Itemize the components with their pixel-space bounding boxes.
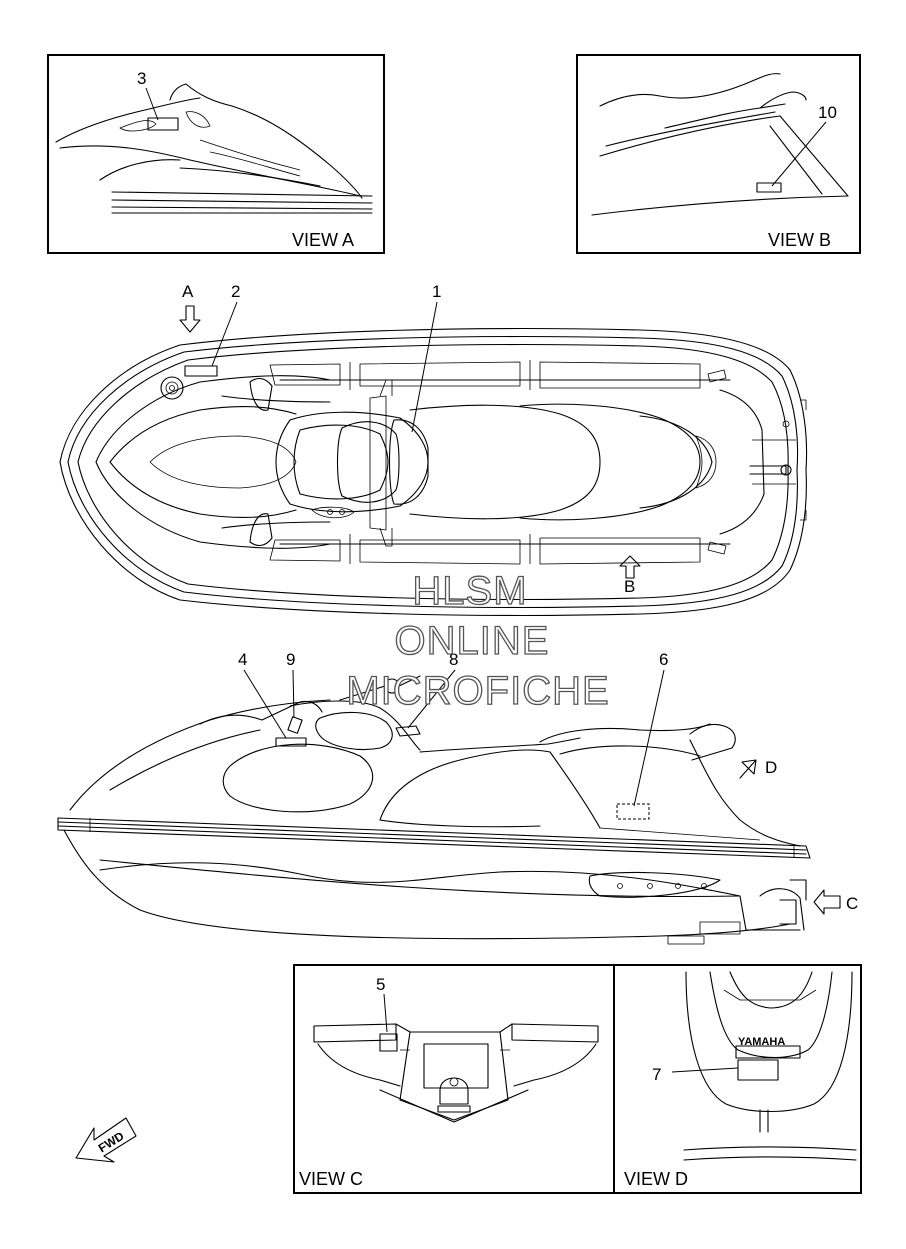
- fwd-arrow: FWD: [75, 1117, 137, 1163]
- watermark: HLSM ONLINE MICROFICHE: [346, 568, 610, 713]
- view-c-frame: [293, 964, 615, 1194]
- view-arrow-d: [739, 759, 757, 779]
- callout-1: 1: [432, 282, 441, 301]
- view-d-frame: [613, 964, 862, 1194]
- view-b-caption: VIEW B: [768, 230, 831, 250]
- callout-3: 3: [137, 69, 146, 88]
- view-d-label-7-position: [737, 1059, 779, 1081]
- view-d-caption: VIEW D: [624, 1169, 688, 1189]
- view-c-stern-drawing: [313, 993, 599, 1123]
- view-b-label-10-position: [756, 182, 782, 193]
- view-a-label-3-position: [147, 117, 179, 131]
- view-a-panel: 3 VIEW A: [47, 54, 385, 254]
- top-view-hull: [59, 327, 808, 617]
- callout-6: 6: [659, 650, 668, 669]
- view-d-panel: YAMAHA 7 VIEW D: [613, 964, 862, 1194]
- callout-5: 5: [376, 975, 385, 994]
- view-d-stern-drawing: [671, 971, 857, 1161]
- view-c-panel: 5 VIEW C: [293, 964, 615, 1194]
- watermark-line-2: ONLINE: [395, 619, 550, 663]
- view-arrow-a-label: A: [182, 282, 194, 301]
- view-c-label-5-position: [379, 1033, 398, 1052]
- side-view-label-9-position: [287, 716, 303, 734]
- view-arrow-b-label: B: [624, 577, 635, 596]
- view-b-seat-drawing: [591, 73, 849, 216]
- top-view: A 2 1: [59, 282, 808, 617]
- view-b-frame: [576, 54, 861, 254]
- view-arrow-c-label: C: [846, 894, 858, 913]
- fuel-cap: [160, 376, 184, 400]
- view-arrow-b: [619, 555, 641, 579]
- side-view-hull: [57, 675, 841, 945]
- callout-8: 8: [449, 650, 458, 669]
- brand-mark-yamaha: YAMAHA: [738, 1036, 785, 1048]
- callout-4: 4: [238, 650, 247, 669]
- callout-2: 2: [231, 282, 240, 301]
- side-view-label-4-position: [275, 737, 307, 747]
- side-view-label-6-position: [616, 803, 650, 820]
- fwd-arrow-icon: [75, 1117, 137, 1163]
- view-c-caption: VIEW C: [299, 1169, 363, 1189]
- callout-9: 9: [286, 650, 295, 669]
- view-a-hull-drawing: [55, 83, 373, 214]
- view-b-panel: 10 VIEW B: [576, 54, 861, 254]
- side-view: 4 9 8 6: [57, 650, 858, 945]
- view-a-frame: [47, 54, 385, 254]
- watermark-line-3: MICROFICHE: [346, 669, 609, 713]
- view-arrow-d-label: D: [765, 758, 777, 777]
- watermark-line-1: HLSM: [412, 569, 527, 613]
- callout-10: 10: [818, 103, 837, 122]
- view-a-caption: VIEW A: [292, 230, 354, 250]
- callout-7: 7: [652, 1065, 661, 1084]
- side-view-label-8-position: [395, 725, 421, 737]
- view-arrow-a: [179, 305, 201, 333]
- top-view-label-2-position: [184, 365, 218, 377]
- view-arrow-c: [813, 889, 841, 915]
